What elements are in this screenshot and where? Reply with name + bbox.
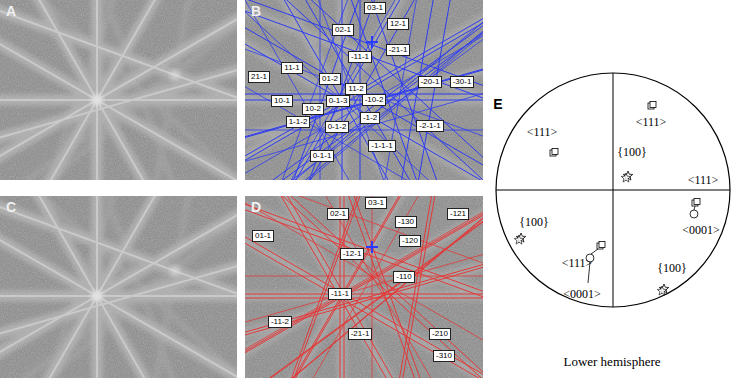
- index-label: -21-1: [348, 328, 373, 340]
- index-label: 02-1: [327, 208, 349, 220]
- index-label: 12-1: [387, 18, 409, 30]
- miller-index: 12-1: [390, 19, 406, 28]
- index-label: -1-2: [360, 112, 380, 124]
- pattern-panel: D 03-1 02-1 01-1 -12-1 -130 -121 -120 -110 -11-1 -…: [245, 196, 483, 378]
- pattern-panel: B03-112-102-1-11-1-21-121-111-101-211-2-…: [245, 0, 483, 180]
- index-label: 1-1-2: [286, 116, 311, 128]
- panel-letter: E: [493, 96, 502, 112]
- indexed-pattern: [40, 0, 732, 378]
- miller-index: -11-2: [271, 317, 289, 326]
- pattern-panel: C: [0, 196, 237, 378]
- index-label: 11-1: [281, 62, 302, 74]
- miller-index: -310: [436, 351, 452, 360]
- miller-index: -110: [396, 272, 411, 281]
- index-label: 21-1: [248, 71, 270, 83]
- miller-index: 03-1: [368, 198, 384, 207]
- index-label: 10-2: [302, 103, 324, 115]
- miller-index: 03-1: [367, 3, 383, 12]
- miller-index: 10-1: [274, 96, 290, 105]
- miller-index: 0-1-2: [328, 122, 347, 131]
- plane-label: {100}: [657, 261, 687, 276]
- index-label: 0-1-1: [310, 150, 335, 162]
- index-label: -210: [429, 328, 451, 340]
- miller-index: -120: [402, 236, 418, 245]
- miller-index: 02-1: [330, 209, 346, 218]
- index-label: 03-1: [364, 2, 386, 14]
- miller-index: 11-2: [348, 84, 363, 93]
- plane-label: {100}: [519, 215, 549, 230]
- index-label: -21-1: [386, 44, 411, 56]
- panel-letter: A: [6, 3, 16, 19]
- panel-letter: D: [251, 199, 261, 215]
- miller-index: -12-1: [343, 249, 362, 258]
- miller-index: -121: [450, 209, 466, 218]
- caption-text: Lower hemisphere: [563, 354, 660, 370]
- index-label: -30-1: [450, 76, 475, 88]
- index-label: -130: [395, 216, 417, 228]
- index-label: -11-1: [328, 288, 352, 300]
- index-label: -1-1-1: [368, 140, 395, 152]
- index-label: -11-2: [268, 316, 292, 328]
- index-label: -2-1-1: [416, 120, 443, 132]
- index-label: 0-1-2: [325, 121, 350, 133]
- pole-markers: [514, 102, 700, 296]
- miller-index: -21-1: [351, 329, 370, 338]
- miller-index: -1-1-1: [371, 141, 392, 150]
- miller-index: 02-1: [335, 25, 351, 34]
- index-label: 10-1: [271, 95, 293, 107]
- miller-index: 01-2: [322, 74, 338, 83]
- index-label: 01-2: [319, 73, 341, 85]
- miller-index: 01-1: [255, 231, 271, 240]
- miller-index: -1-2: [363, 113, 377, 122]
- direction-label: <0001>: [682, 223, 720, 238]
- miller-index: 1-1-2: [289, 117, 308, 126]
- direction-label: <111>: [527, 125, 558, 140]
- miller-index: -21-1: [389, 45, 408, 54]
- direction-label: <111>: [636, 115, 667, 130]
- direction-label: <111>: [688, 173, 719, 188]
- index-label: -10-2: [362, 94, 387, 106]
- index-label: 02-1: [332, 24, 354, 36]
- index-label: 03-1: [365, 197, 387, 209]
- index-label: -120: [399, 235, 421, 247]
- miller-index: -20-1: [421, 77, 440, 86]
- index-label: -12-1: [340, 248, 365, 260]
- index-label: -11-1: [348, 51, 372, 63]
- direction-label: <0001>: [563, 287, 601, 302]
- miller-index: 11-1: [284, 63, 299, 72]
- plane-label: {100}: [617, 145, 647, 160]
- panel-letter: C: [6, 199, 16, 215]
- pattern-panel: A: [0, 0, 237, 180]
- miller-index: -2-1-1: [419, 121, 440, 130]
- miller-index: -30-1: [453, 77, 472, 86]
- index-label: 0-1-3: [326, 95, 351, 107]
- miller-index: 0-1-1: [313, 151, 332, 160]
- panel-letter: B: [251, 3, 261, 19]
- index-label: -310: [433, 350, 455, 362]
- miller-index: 21-1: [251, 72, 267, 81]
- miller-index: -11-1: [351, 52, 369, 61]
- index-label: -20-1: [418, 76, 443, 88]
- pole-figure: [496, 73, 730, 307]
- miller-index: 10-2: [305, 104, 321, 113]
- index-label: -110: [393, 271, 414, 283]
- index-label: 01-1: [252, 230, 274, 242]
- miller-index: -10-2: [365, 95, 384, 104]
- direction-label: <111>: [562, 256, 593, 271]
- miller-index: -130: [398, 217, 414, 226]
- miller-index: -210: [432, 329, 448, 338]
- index-label: -121: [447, 208, 469, 220]
- miller-index: 0-1-3: [329, 96, 348, 105]
- miller-index: -11-1: [331, 289, 349, 298]
